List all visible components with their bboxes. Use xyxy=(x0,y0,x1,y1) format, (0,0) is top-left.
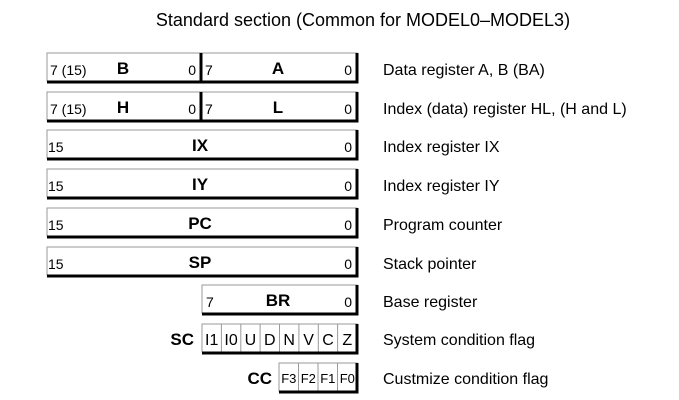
register-row-cc: CC F3 F2 F1 F0 Custmize condition flag xyxy=(247,362,548,394)
bit-low-h: 0 xyxy=(188,101,196,117)
register-name-iy: IY xyxy=(192,175,209,194)
register-name-sc: SC xyxy=(170,330,194,349)
sc-bit-c: C xyxy=(322,332,334,349)
bit-high-a: 7 xyxy=(205,62,213,78)
diagram-title: Standard section (Common for MODEL0–MODE… xyxy=(156,10,570,30)
bit-high-b: 7 (15) xyxy=(50,62,87,78)
bit-high-l: 7 xyxy=(205,101,213,117)
register-name-br: BR xyxy=(266,291,291,310)
register-description-pc: Program counter xyxy=(383,217,503,234)
register-row-iy: 15 IY 0 Index register IY xyxy=(46,168,500,200)
register-box-shadow xyxy=(202,285,359,316)
sc-bit-z: Z xyxy=(342,332,352,349)
sc-bit-n: N xyxy=(283,332,295,349)
register-description-br: Base register xyxy=(383,294,478,311)
bit-low-b: 0 xyxy=(188,62,196,78)
register-name-pc: PC xyxy=(188,214,212,233)
register-box-shadow xyxy=(47,247,359,278)
bit-low-iy: 0 xyxy=(344,178,352,194)
register-box-shadow xyxy=(47,92,359,123)
register-description-ba: Data register A, B (BA) xyxy=(383,62,545,79)
cc-bit-f0: F0 xyxy=(340,371,355,386)
register-description-iy: Index register IY xyxy=(383,178,500,195)
cc-bit-f1: F1 xyxy=(320,371,335,386)
bit-low-a: 0 xyxy=(344,62,352,78)
sc-bit-u: U xyxy=(245,332,257,349)
register-description-ix: Index register IX xyxy=(383,139,500,156)
bit-high-h: 7 (15) xyxy=(50,101,87,117)
register-box-pc xyxy=(46,207,358,237)
register-name-l: L xyxy=(273,98,283,117)
bit-low-ix: 0 xyxy=(344,139,352,155)
register-row-sc: SC I1 I0 U D N V C Z System condition fl… xyxy=(170,323,535,355)
register-box-shadow xyxy=(47,208,359,239)
register-name-cc: CC xyxy=(247,369,272,388)
bit-high-pc: 15 xyxy=(48,217,64,233)
register-name-ix: IX xyxy=(192,136,209,155)
register-name-sp: SP xyxy=(189,253,212,272)
register-box-shadow xyxy=(279,363,359,394)
register-box-shadow xyxy=(47,169,359,200)
register-row-ix: 15 IX 0 Index register IX xyxy=(46,129,500,161)
sc-bit-i0: I0 xyxy=(224,332,237,349)
bit-high-ix: 15 xyxy=(48,139,64,155)
bit-low-br: 0 xyxy=(344,294,352,310)
register-description-hl: Index (data) register HL, (H and L) xyxy=(383,101,627,118)
register-description-cc: Custmize condition flag xyxy=(383,371,548,388)
sc-bit-d: D xyxy=(264,332,276,349)
register-name-b: B xyxy=(117,59,129,78)
register-box-ix xyxy=(46,129,358,159)
register-row-sp: 15 SP 0 Stack pointer xyxy=(46,246,477,278)
bit-high-iy: 15 xyxy=(48,178,64,194)
bit-low-l: 0 xyxy=(344,101,352,117)
bit-low-pc: 0 xyxy=(344,217,352,233)
sc-bit-v: V xyxy=(303,332,314,349)
register-name-h: H xyxy=(117,98,129,117)
register-description-sc: System condition flag xyxy=(383,332,535,349)
sc-bit-i1: I1 xyxy=(205,332,218,349)
register-row-ba: 7 (15) B 0 7 A 0 Data register A, B (BA) xyxy=(46,52,545,84)
bit-high-sp: 15 xyxy=(48,256,64,272)
register-box-shadow xyxy=(47,130,359,161)
bit-low-sp: 0 xyxy=(344,256,352,272)
register-name-a: A xyxy=(272,59,284,78)
register-box-br xyxy=(201,284,358,314)
cc-bit-f2: F2 xyxy=(301,371,316,386)
register-row-br: 7 BR 0 Base register xyxy=(201,284,478,316)
register-description-sp: Stack pointer xyxy=(383,256,477,273)
register-row-hl: 7 (15) H 0 7 L 0 Index (data) register H… xyxy=(46,91,627,123)
register-box-shadow xyxy=(47,53,359,84)
register-row-pc: 15 PC 0 Program counter xyxy=(46,207,503,239)
cc-bit-f3: F3 xyxy=(281,371,296,386)
register-box-shadow xyxy=(202,324,359,355)
bit-high-br: 7 xyxy=(206,294,214,310)
register-box-sp xyxy=(46,246,358,276)
